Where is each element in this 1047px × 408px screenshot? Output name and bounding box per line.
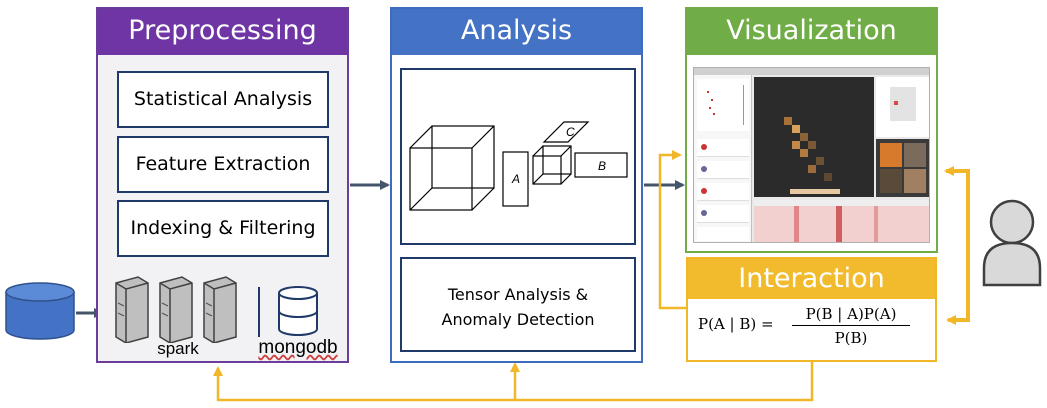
server-icon xyxy=(203,276,237,343)
dashboard-sidebar xyxy=(694,75,752,242)
preprocessing-title: Preprocessing xyxy=(98,9,347,55)
dashboard-scatter-mini xyxy=(697,79,749,131)
formula-denominator: P(B) xyxy=(834,329,868,347)
database-icon xyxy=(5,282,75,340)
user-icon xyxy=(982,199,1042,287)
matrix-a-label: A xyxy=(511,172,520,186)
server-icon xyxy=(159,276,193,343)
visualization-title: Visualization xyxy=(687,9,936,55)
tensor-analysis-box: Tensor Analysis & Anomaly Detection xyxy=(400,257,636,352)
user-to-interaction-arrow xyxy=(946,169,970,325)
formula-lhs: P(A | B) = xyxy=(698,315,774,333)
core-tensor-cube xyxy=(532,145,572,185)
method-line-1: Tensor Analysis & xyxy=(447,285,589,304)
matrix-c-label: C xyxy=(566,125,575,139)
interaction-to-visualization-arrow xyxy=(658,150,686,310)
analysis-title: Analysis xyxy=(392,9,641,55)
step-indexing-filtering: Indexing & Filtering xyxy=(117,200,329,257)
dashboard-detail-map xyxy=(876,139,929,197)
matrix-b-label: B xyxy=(598,159,606,173)
tech-divider xyxy=(258,287,260,337)
dashboard-screenshot xyxy=(693,67,930,243)
dashboard-timeline xyxy=(754,200,929,242)
spark-label: spark xyxy=(157,339,199,358)
dashboard-toolbar xyxy=(694,68,929,75)
server-icon xyxy=(115,276,149,343)
server-cluster-icon xyxy=(115,276,237,343)
matrix-b xyxy=(574,152,628,178)
formula-numerator: P(B | A)P(A) xyxy=(805,305,897,323)
formula-fraction-bar xyxy=(792,325,910,326)
method-line-2: Anomaly Detection xyxy=(441,310,595,329)
step-statistical-analysis: Statistical Analysis xyxy=(117,71,329,128)
dashboard-minimap xyxy=(876,77,929,137)
tensor-cube xyxy=(409,125,495,211)
mongodb-label: mongodb xyxy=(258,337,338,358)
tensor-decomposition-diagram: A C B xyxy=(409,121,628,211)
analysis-panel: Analysis A xyxy=(390,7,643,363)
preprocessing-panel: Preprocessing Statistical Analysis Featu… xyxy=(96,7,349,363)
interaction-panel: Interaction P(A | B) = P(B | A)P(A) P(B) xyxy=(686,257,937,362)
step-feature-extraction: Feature Extraction xyxy=(117,136,329,193)
matrix-a xyxy=(502,151,529,207)
visualization-panel: Visualization xyxy=(685,7,938,253)
interaction-title: Interaction xyxy=(688,259,935,299)
tensor-diagram-box: A C B xyxy=(400,68,636,245)
mongodb-icon xyxy=(278,286,318,336)
dashboard-map xyxy=(754,77,874,197)
matrix-c xyxy=(542,121,590,143)
